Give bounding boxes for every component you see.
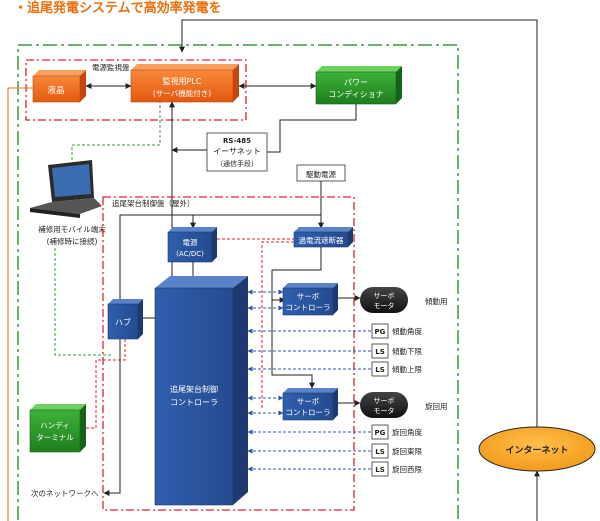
controller-block: 追尾架台制御 コントローラ [154,276,248,506]
tilt-sensor-2-tag: LS [375,366,385,374]
rs485-label-3: （通信手段） [216,159,258,168]
rotation-sensor-1-tag: LS [375,448,385,456]
tilt-sensor-2: LS 傾動上限 [371,361,422,377]
laptop-icon [30,160,102,218]
power-label-2: (AC/DC) [176,250,204,258]
handy-terminal-block: ハンディ ターミナル [29,404,86,453]
handy-label-1: ハンディ [40,420,69,430]
monitor-panel-frame [25,59,247,121]
pcs-block: パワー コンディショナ [315,66,402,105]
servo-motor-rot-label-1: サーボ [374,397,395,405]
rs485-label-2: イーサネット [213,147,261,156]
laptop-label-1: 補修用モバイル端末 [38,224,106,234]
handy-link [86,339,126,429]
tilt-sensor-1: LS 傾動下限 [371,343,422,359]
servo-ctrl-rot-label-2: コントローラ [286,408,331,417]
hub-next-network-line [103,339,121,496]
pcs-rs485-line [267,104,357,153]
drive-power-label: 駆動電源 [306,170,336,179]
plc-block: 監視用PLC (サーバ機能付き) [130,64,239,103]
controller-label-2: コントローラ [170,398,218,407]
hub-label: ハブ [115,317,131,327]
laptop-label-2: (補修時に接続) [47,236,98,246]
signal-connectors [247,289,372,472]
rotation-sensor-2-tag: LS [375,466,385,474]
pcs-label-2: コンディショナ [328,89,383,99]
rotation-sensor-1-label: 旋回東限 [392,446,422,456]
handy-label-2: ターミナル [36,433,74,442]
servo-ctrl-tilt-label-1: サーボ [297,292,320,301]
internet-node: インターネット [478,426,596,472]
tilt-sensor-0: PG 傾動角度 [371,323,422,339]
rotation-sensor-1: LS 旋回東限 [371,443,422,459]
rotation-sensor-0: PG 旋回角度 [371,424,422,440]
lcd-block: 液晶 [32,70,86,103]
lcd-label: 液晶 [47,85,64,96]
rotation-sensor-0-tag: PG [375,429,386,437]
servo-controller-rotation: サーボ コントローラ [282,388,338,421]
rotation-sensor-0-label: 旋回角度 [392,427,422,437]
tilt-sensor-0-label: 傾動角度 [392,326,422,336]
breaker-block: 過電流遮断器 [293,227,353,248]
rotation-group-label: 旋回用 [425,401,448,411]
servo-ctrl-rot-label-1: サーボ [297,397,320,406]
laptop-link-top [71,102,161,160]
servo-motor-tilt-label-2: モータ [374,301,395,310]
breaker-label: 過電流遮断器 [299,235,344,245]
plc-label-2: (サーバ機能付き) [153,88,211,98]
orange-feed-line [7,87,33,521]
rotation-sensor-2-label: 旋回西限 [392,464,422,474]
monitor-panel-label: 電源監視盤 [92,62,130,72]
rs485-box [206,132,268,172]
tilt-sensor-2-label: 傾動上限 [392,365,422,374]
breaker-controller-dashed [261,241,294,410]
power-label-1: 電源 [183,238,198,247]
breaker-servo2-line [271,300,315,389]
breaker-servo-line [271,247,322,303]
servo-ctrl-tilt-label-2: コントローラ [286,303,331,312]
servo-motor-tilt: サーボ モータ [360,287,408,313]
rotation-sensor-2: LS 旋回西限 [371,461,422,477]
servo-controller-tilt: サーボ コントローラ [282,283,338,316]
tilt-sensor-0-tag: PG [375,328,386,336]
tilt-sensor-1-label: 傾動下限 [392,347,422,356]
header-title: ・追尾発電システムで高効率発電を [14,0,222,16]
plc-label-1: 監視用PLC [163,76,202,86]
servo-motor-tilt-label-1: サーボ [374,292,395,300]
servo-motor-rotation: サーボ モータ [360,392,408,418]
tracker-panel-label: 追尾架台制御盤（屋外） [112,198,195,208]
tilt-group-label: 傾動用 [425,297,448,306]
rs485-label-1: RS-485 [223,137,251,145]
internet-label: インターネット [505,444,568,456]
tracker-panel-frame [102,196,355,511]
servo-motor-rot-label-2: モータ [374,406,395,415]
pcs-label-1: パワー [344,78,368,87]
tilt-sensor-1-tag: LS [375,348,385,356]
laptop-link-bottom [54,248,112,356]
power-block: 電源 (AC/DC) [167,227,217,263]
power-feed-line [119,214,321,300]
internet-to-plc-line [179,19,538,430]
next-network-label: 次のネットワークへ [31,488,99,498]
outer-green-frame [17,44,459,521]
controller-label-1: 追尾架台制御 [170,384,218,394]
hub-block: ハブ [107,299,143,340]
